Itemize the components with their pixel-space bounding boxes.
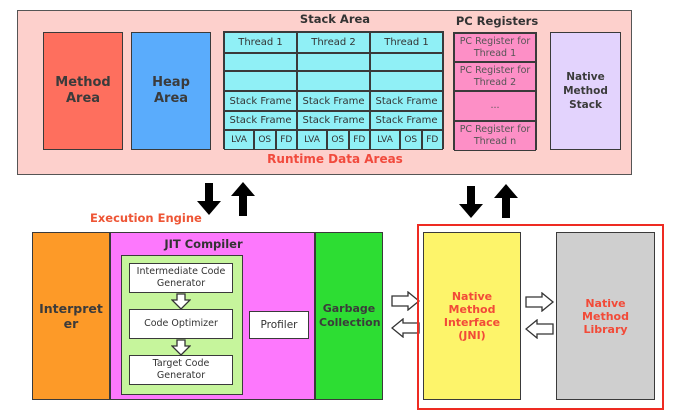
runtime-data-areas-label: Runtime Data Areas [267, 152, 403, 166]
fd-cell: FD [421, 130, 443, 150]
interpreter: Interpreter [32, 232, 110, 400]
native-method-highlight [417, 224, 664, 410]
frame-parts: LVA OS FD [297, 130, 370, 150]
profiler: Profiler [249, 311, 309, 339]
pc-registers-title: PC Registers [455, 14, 539, 28]
jit-compiler-title: JIT Compiler [164, 237, 243, 251]
arrow-up-icon [231, 182, 255, 216]
pc-register: PC Register for Thread 2 [454, 62, 536, 91]
arrow-right-icon [391, 291, 421, 311]
native-method-library: Native Method Library [556, 232, 655, 400]
arrow-up-icon [494, 184, 518, 218]
intermediate-code-generator: Intermediate Code Generator [129, 263, 233, 293]
pc-register-ellipsis: ... [454, 91, 536, 121]
empty-frame [297, 71, 370, 91]
native-method-library-label: Native Method Library [582, 296, 629, 336]
lva-cell: LVA [370, 130, 400, 150]
native-method-interface-label: Native Method Interface (JNI) [443, 290, 501, 342]
code-optimizer: Code Optimizer [129, 309, 233, 339]
fd-cell: FD [348, 130, 370, 150]
thread-header: Thread 1 [370, 32, 443, 53]
jit-pipeline: Intermediate Code Generator Code Optimiz… [121, 255, 243, 395]
target-code-generator: Target Code Generator [129, 355, 233, 385]
arrow-down-icon [197, 183, 221, 215]
os-cell: OS [254, 130, 276, 150]
garbage-collection: Garbage Collection [315, 232, 383, 400]
native-method-stack-label: Native Method Stack [563, 71, 608, 111]
execution-engine-label: Execution Engine [90, 211, 202, 225]
frame-parts: LVA OS FD [224, 130, 297, 150]
arrow-right-icon [525, 292, 555, 312]
os-cell: OS [327, 130, 349, 150]
empty-frame [224, 71, 297, 91]
method-area-label: Method Area [55, 75, 111, 106]
arrow-left-icon [391, 318, 420, 338]
pc-register: PC Register for Thread n [454, 121, 536, 151]
lva-cell: LVA [297, 130, 327, 150]
interpreter-label: Interpreter [39, 301, 103, 331]
stack-frame: Stack Frame [224, 111, 297, 130]
stack-frame: Stack Frame [297, 91, 370, 111]
pc-register: PC Register for Thread 1 [454, 33, 536, 62]
stack-frame: Stack Frame [370, 111, 443, 130]
stack-frame: Stack Frame [370, 91, 443, 111]
os-cell: OS [400, 130, 422, 150]
stack-frame: Stack Frame [297, 111, 370, 130]
empty-frame [370, 53, 443, 71]
empty-frame [224, 53, 297, 71]
arrow-down-icon [459, 186, 483, 218]
stack-area: Thread 1 Thread 2 Thread 1 Stack Frame S… [223, 31, 444, 150]
heap-area: Heap Area [131, 32, 211, 150]
arrow-left-icon [525, 319, 554, 339]
empty-frame [297, 53, 370, 71]
fd-cell: FD [275, 130, 297, 150]
thread-header: Thread 1 [224, 32, 297, 53]
thread-header: Thread 2 [297, 32, 370, 53]
stack-frame: Stack Frame [224, 91, 297, 111]
method-area: Method Area [43, 32, 123, 150]
lva-cell: LVA [224, 130, 254, 150]
pc-registers: PC Register for Thread 1 PC Register for… [453, 32, 537, 151]
arrow-down-icon [171, 339, 191, 356]
stack-area-title: Stack Area [299, 12, 371, 26]
jit-compiler: JIT Compiler Intermediate Code Generator… [110, 232, 315, 400]
native-method-interface: Native Method Interface (JNI) [423, 232, 521, 400]
frame-parts: LVA OS FD [370, 130, 443, 150]
garbage-collection-label: Garbage Collection [319, 302, 381, 329]
native-method-stack: Native Method Stack [550, 32, 621, 150]
heap-area-label: Heap Area [152, 75, 190, 106]
arrow-down-icon [171, 293, 191, 310]
empty-frame [370, 71, 443, 91]
